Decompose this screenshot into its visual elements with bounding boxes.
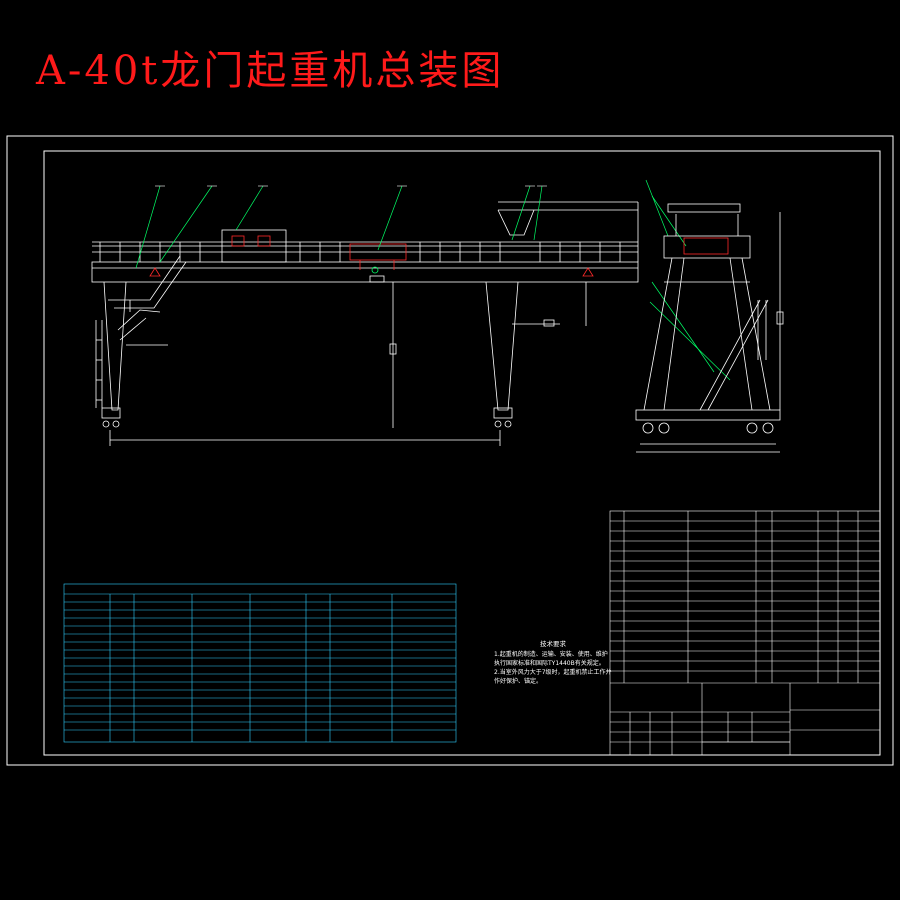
side-trolley xyxy=(683,237,729,255)
technical-notes: 技术要求 1.起重机的制造、运输、安装、使用、维护执行国家标准和国际TY1440… xyxy=(494,640,612,686)
left-stair xyxy=(95,255,187,408)
front-elevation xyxy=(91,201,639,446)
leader-lines xyxy=(135,179,731,381)
load-marker-left xyxy=(149,267,161,277)
right-leg xyxy=(485,281,519,411)
technical-notes-heading: 技术要求 xyxy=(540,640,566,648)
outer-frame xyxy=(6,135,894,766)
wheel-icon xyxy=(642,422,654,434)
railing-posts xyxy=(99,242,621,262)
side-elevation xyxy=(635,203,784,453)
operator-cab xyxy=(221,229,287,263)
technical-note-line: 1.起重机的制造、运输、安装、使用、维护执行国家标准和国际TY1440B有关规定… xyxy=(494,651,608,667)
load-marker-right xyxy=(582,267,594,277)
parameter-table xyxy=(63,583,457,743)
inner-frame xyxy=(43,150,881,756)
trolley xyxy=(349,243,407,261)
main-girder xyxy=(91,261,639,283)
left-leg xyxy=(103,281,127,411)
parts-list xyxy=(609,510,881,756)
hook-icon xyxy=(371,266,379,274)
technical-note-line: 2.当室外风力大于7级时，起重机禁止工作并作好保护、锚定。 xyxy=(494,669,612,685)
drawing-title: A-40t龙门起重机总装图 xyxy=(36,48,505,94)
